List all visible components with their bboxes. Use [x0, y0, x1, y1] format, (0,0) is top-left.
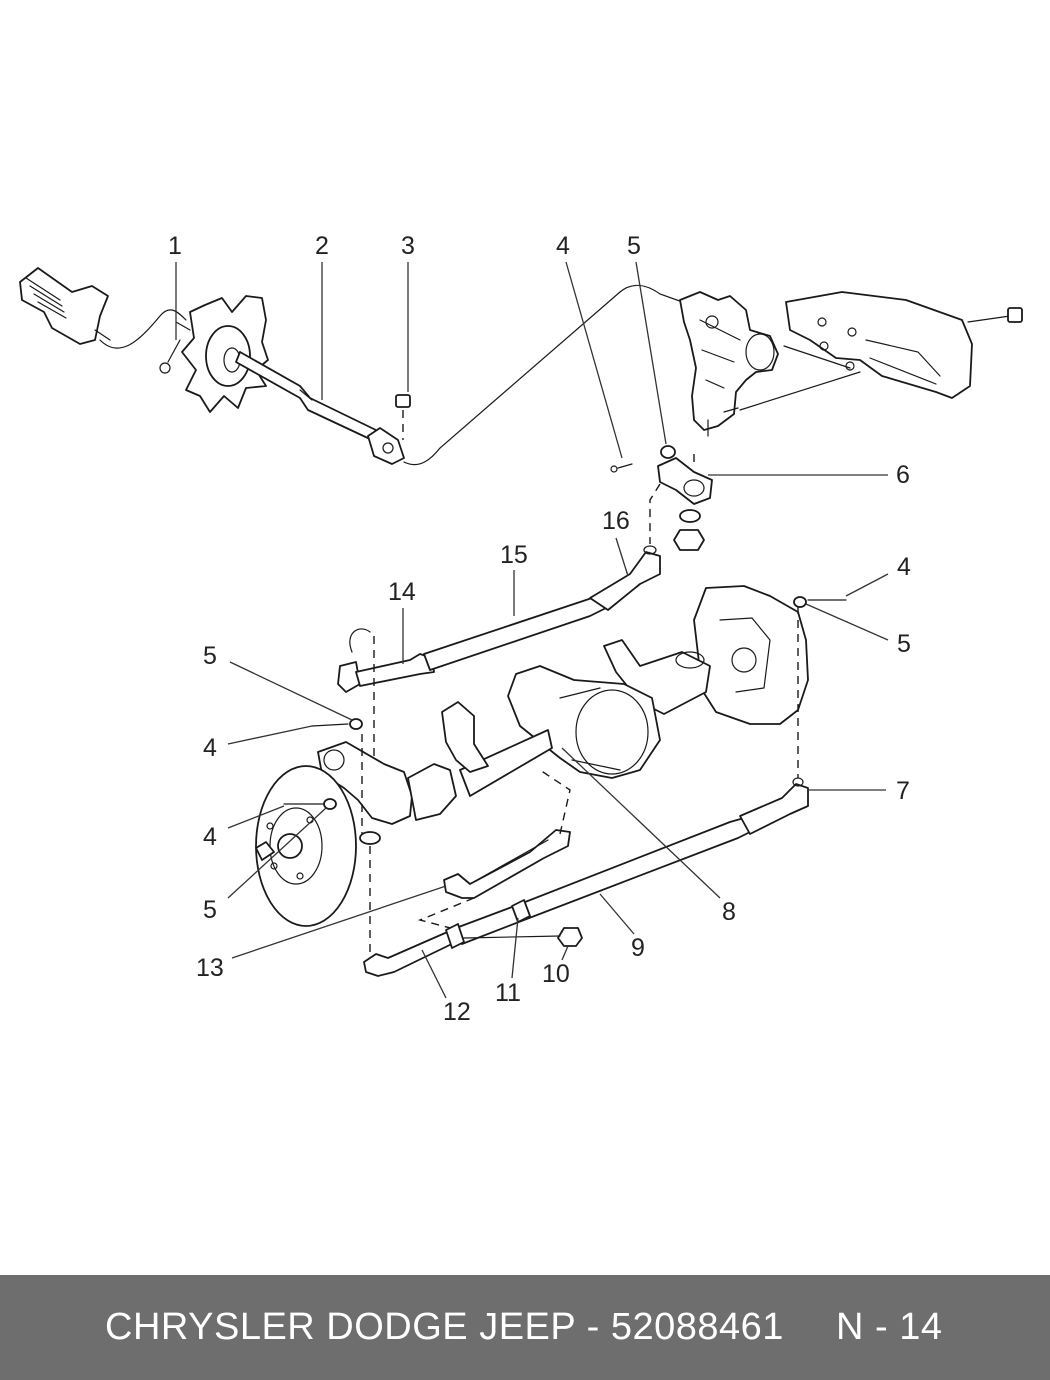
callout-5-right-label: 5 — [897, 630, 911, 658]
intermediate-shaft — [235, 351, 405, 465]
callout-4-left-lower: 4 — [203, 805, 285, 851]
pinch-bolt — [395, 394, 411, 440]
callout-group: 1 2 3 4 5 6 16 15 — [168, 232, 911, 1026]
callout-4-left-upper-label: 4 — [203, 734, 217, 762]
callout-14: 14 — [388, 578, 416, 664]
gear-wire — [403, 284, 689, 466]
frame-rail — [723, 291, 1023, 413]
callout-15-label: 15 — [500, 541, 528, 569]
callout-5-left-upper-label: 5 — [203, 642, 217, 670]
callout-5-right: 5 — [805, 603, 911, 658]
callout-5-top: 5 — [627, 232, 667, 445]
callout-5-left-lower: 5 — [203, 807, 327, 924]
callout-4-left-lower-label: 4 — [203, 823, 217, 851]
callout-15: 15 — [500, 541, 528, 616]
callout-4-left-upper: 4 — [203, 725, 313, 762]
axle-housing — [459, 639, 711, 797]
steering-damper — [417, 769, 571, 931]
callout-1-label: 1 — [168, 232, 182, 260]
callout-16-label: 16 — [602, 507, 630, 535]
callout-8-label: 8 — [722, 898, 736, 926]
steering-linkage-diagram: 1 2 3 4 5 6 16 15 — [19, 232, 1023, 1026]
callout-16: 16 — [602, 507, 630, 577]
callout-4-top: 4 — [556, 232, 623, 459]
left-knuckle — [311, 701, 489, 840]
footer-page-ref: N - 14 — [836, 1306, 943, 1348]
firewall-plate — [159, 295, 269, 413]
callout-3: 3 — [401, 232, 415, 392]
callout-13-label: 13 — [196, 954, 224, 982]
callout-13: 13 — [196, 885, 447, 982]
callout-11-label: 11 — [495, 979, 521, 1007]
drag-link — [337, 545, 661, 800]
callout-14-label: 14 — [388, 578, 416, 606]
callout-1: 1 — [168, 232, 182, 340]
pitman-arm — [610, 445, 713, 551]
callout-5-top-label: 5 — [627, 232, 641, 260]
brake-rotor-hub — [255, 765, 381, 927]
callout-9-label: 9 — [631, 934, 645, 962]
callout-4-right-label: 4 — [897, 553, 911, 581]
steering-column-switch — [19, 267, 111, 345]
callout-5-left-lower-label: 5 — [203, 896, 217, 924]
callout-9: 9 — [599, 893, 645, 962]
callout-4-right: 4 — [845, 553, 911, 597]
callout-6-label: 6 — [896, 461, 910, 489]
callout-6: 6 — [708, 461, 910, 489]
callout-10-label: 10 — [542, 960, 570, 988]
callout-5-left-upper: 5 — [203, 642, 353, 721]
callout-10: 10 — [542, 945, 570, 988]
callout-7-label: 7 — [896, 777, 910, 805]
callout-2: 2 — [315, 232, 329, 400]
callout-3-label: 3 — [401, 232, 415, 260]
steering-gear — [679, 291, 779, 437]
diagram-artwork — [19, 267, 1023, 977]
callout-2-label: 2 — [315, 232, 329, 260]
callout-7: 7 — [808, 777, 910, 805]
callout-12-label: 12 — [443, 998, 471, 1026]
right-knuckle — [693, 585, 847, 778]
column-wire — [99, 309, 187, 349]
footer-title: CHRYSLER DODGE JEEP - 52088461 — [105, 1306, 784, 1348]
callout-11: 11 — [495, 917, 521, 1007]
callout-4-top-label: 4 — [556, 232, 570, 260]
tie-rod — [363, 777, 809, 977]
footer-bar: CHRYSLER DODGE JEEP - 52088461 N - 14 — [0, 1275, 1050, 1380]
callout-12: 12 — [421, 949, 471, 1026]
callout-8: 8 — [561, 747, 736, 926]
